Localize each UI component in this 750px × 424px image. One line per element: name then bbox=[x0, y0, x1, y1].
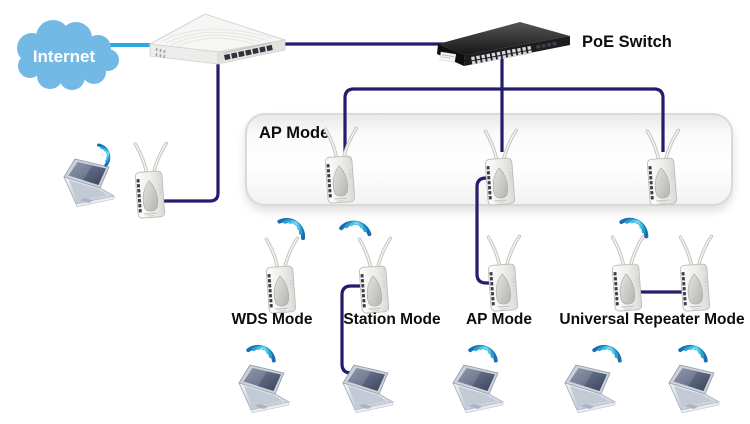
ap-mode-access-point-icon bbox=[486, 234, 521, 313]
panel-access-point-3-icon bbox=[645, 128, 680, 207]
internet-cloud: Internet bbox=[6, 14, 126, 92]
universal-repeater-mode-label: Universal Repeater Mode bbox=[559, 311, 745, 328]
station-mode-label: Station Mode bbox=[343, 311, 441, 328]
repeater-laptop-2-icon bbox=[668, 364, 720, 414]
repeater-access-point-2-icon bbox=[678, 234, 713, 313]
router-icon bbox=[149, 13, 286, 65]
left-laptop-icon bbox=[63, 158, 115, 208]
wds-mode-label: WDS Mode bbox=[231, 311, 313, 328]
wds-mode-access-point-icon bbox=[264, 236, 299, 315]
wds-laptop-icon bbox=[238, 364, 290, 414]
panel-access-point-1-icon bbox=[323, 126, 358, 205]
left-access-point-icon bbox=[133, 141, 168, 220]
ap-mode-label: AP Mode bbox=[465, 311, 533, 328]
switch-bracket-line bbox=[343, 87, 665, 152]
poe-switch-icon bbox=[436, 21, 571, 67]
ap-mode-laptop-icon bbox=[452, 364, 504, 414]
station-mode-access-point-icon bbox=[357, 236, 392, 315]
repeater-access-point-1-icon bbox=[610, 234, 645, 313]
panel-access-point-2-icon bbox=[483, 128, 518, 207]
internet-label: Internet bbox=[32, 47, 96, 66]
poe-switch-label: PoE Switch bbox=[582, 33, 672, 51]
ap2-to-bottom-ap-line bbox=[475, 176, 496, 285]
station-laptop-icon bbox=[342, 364, 394, 414]
repeater-laptop-1-icon bbox=[564, 364, 616, 414]
router-to-left-ap-line bbox=[158, 56, 220, 203]
ap-mode-panel-label: AP Mode bbox=[259, 124, 330, 142]
station-to-laptop-line bbox=[340, 284, 364, 375]
